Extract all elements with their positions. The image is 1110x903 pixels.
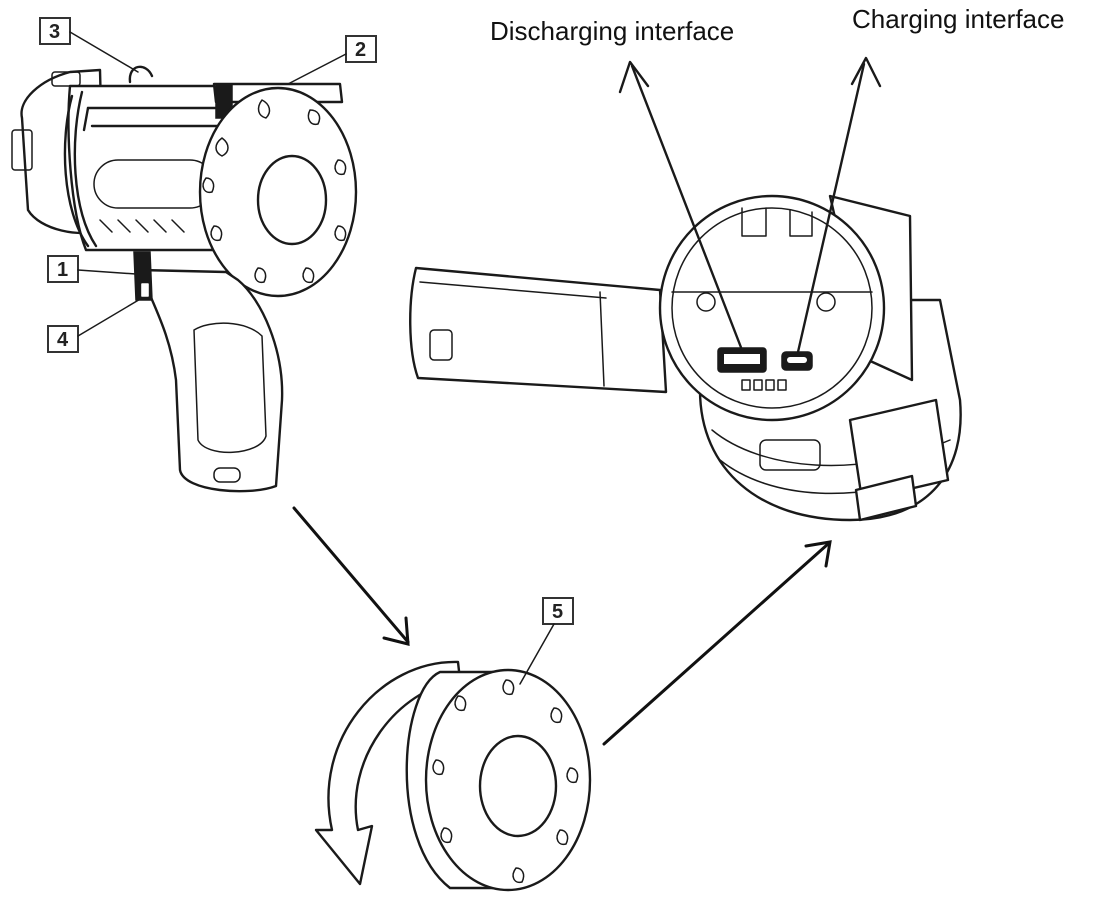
callout-2-text: 2 bbox=[355, 39, 366, 61]
callout-5: 5 bbox=[519, 597, 574, 685]
spotlight-rear-view bbox=[409, 194, 962, 522]
callout-2: 2 bbox=[287, 35, 377, 85]
rotating-bezel bbox=[314, 660, 592, 892]
callout-3: 3 bbox=[39, 17, 139, 73]
discharging-interface-label: Discharging interface bbox=[490, 16, 734, 46]
callout-3-text: 3 bbox=[49, 21, 60, 43]
callout-5-text: 5 bbox=[552, 601, 563, 623]
step-arrow-down bbox=[292, 506, 410, 646]
charging-interface-label: Charging interface bbox=[852, 4, 1064, 34]
callout-1: 1 bbox=[47, 255, 137, 283]
callout-4-text: 4 bbox=[57, 329, 69, 351]
callout-4: 4 bbox=[47, 297, 143, 353]
charging-pointer bbox=[796, 56, 882, 354]
discharging-pointer bbox=[618, 60, 744, 352]
spotlight-side-view bbox=[11, 65, 358, 493]
step-arrow-up bbox=[602, 540, 832, 746]
callout-1-text: 1 bbox=[57, 259, 68, 281]
